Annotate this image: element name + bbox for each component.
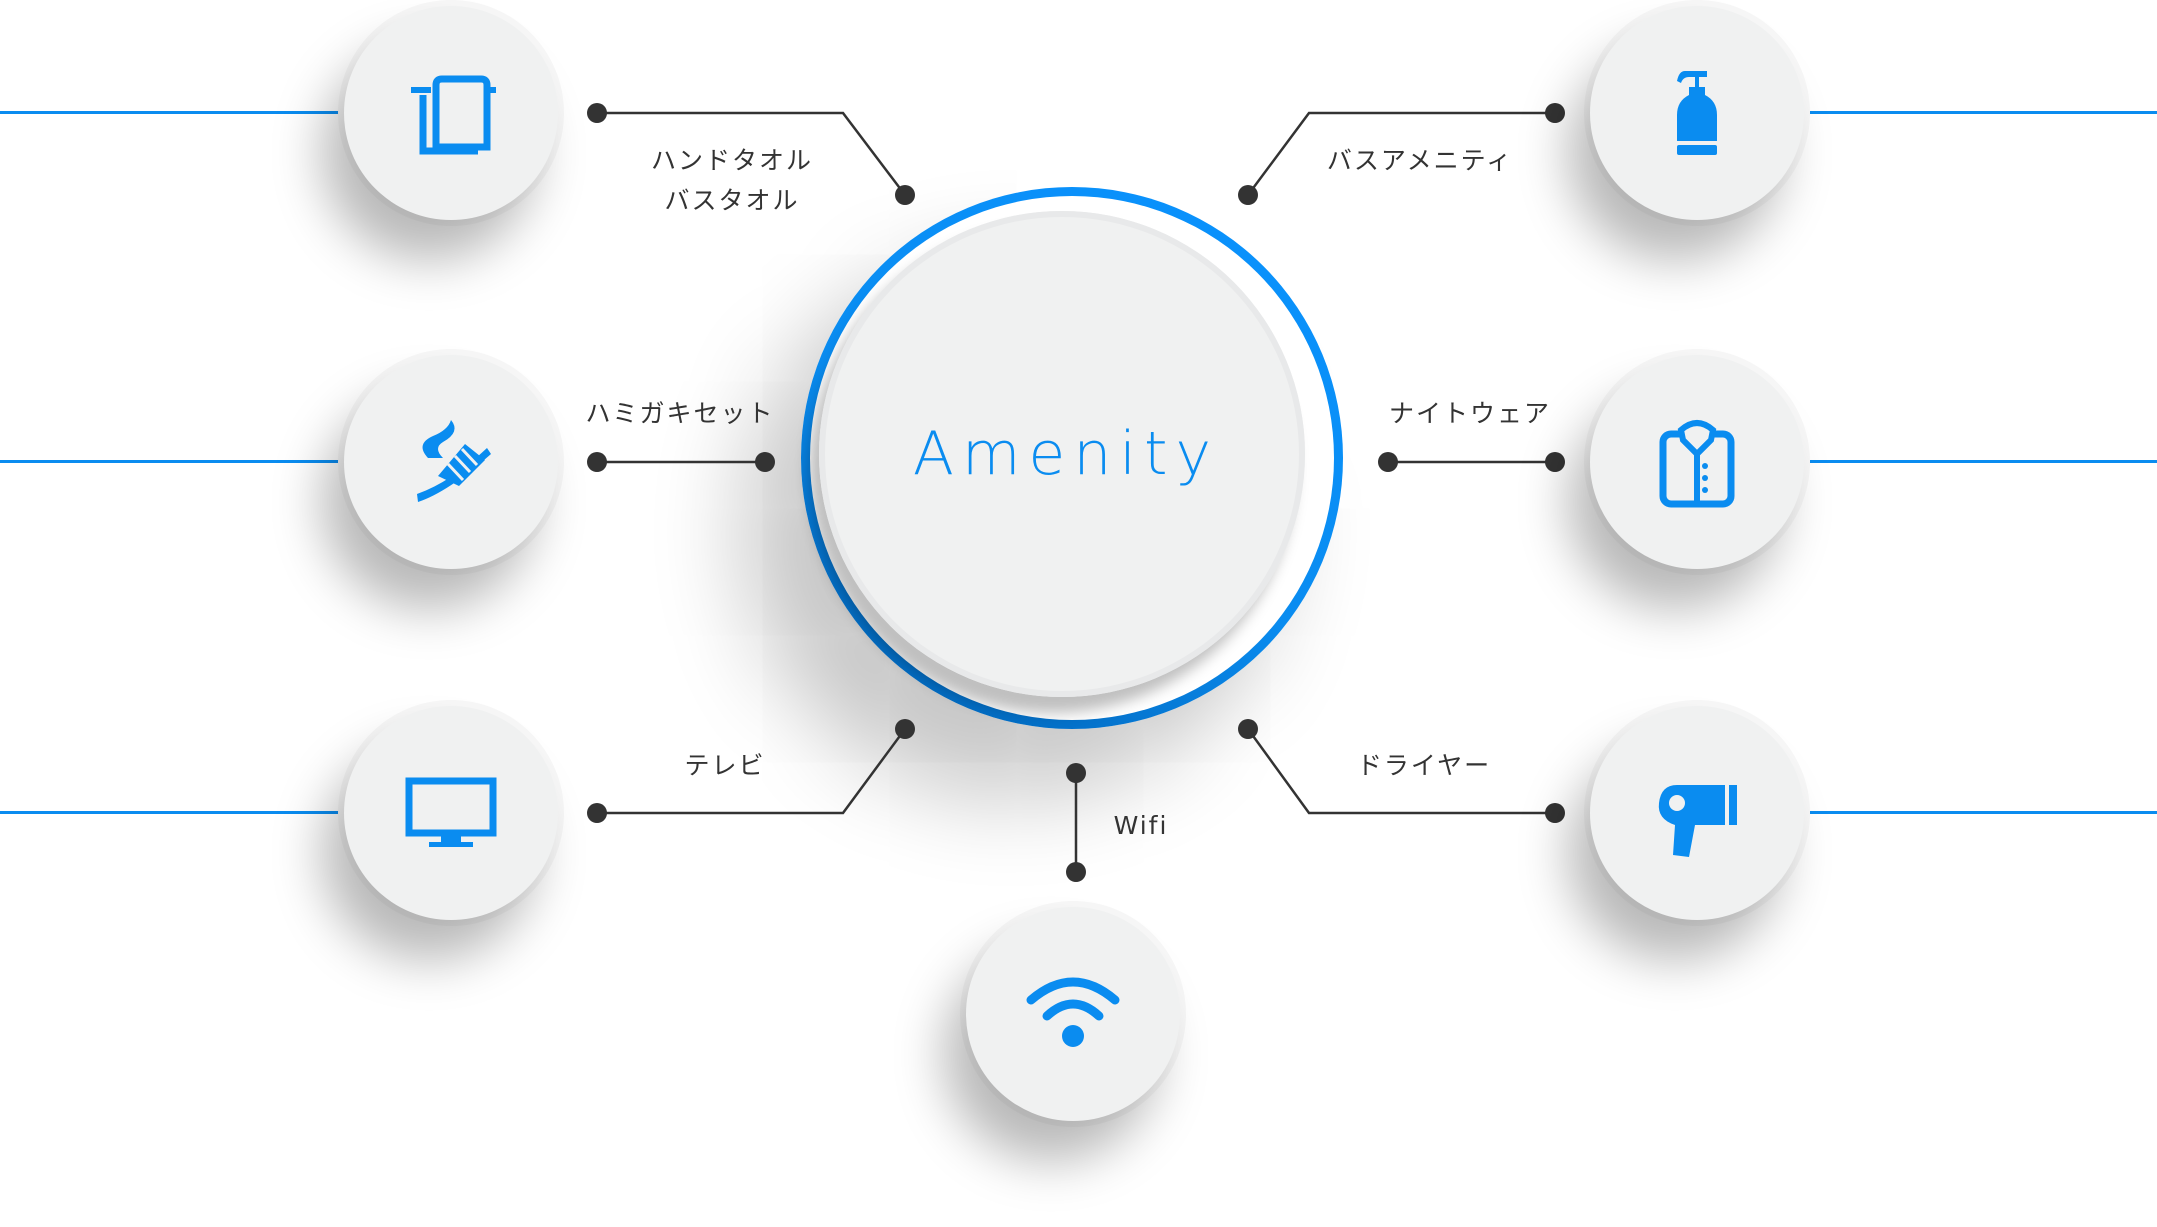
right-line-1 — [1810, 111, 2157, 114]
dot — [587, 103, 607, 123]
soap-bottle-icon — [1677, 71, 1717, 155]
node-dryer[interactable] — [1590, 706, 1804, 920]
label-toothbrush: ハミガキセット — [585, 399, 775, 428]
dot — [587, 803, 607, 823]
connector-tv — [597, 728, 907, 815]
label-bath-amenity: バスアメニティ — [1326, 146, 1514, 175]
towel-icon — [411, 75, 496, 155]
dot — [755, 452, 775, 472]
wifi-icon — [1026, 977, 1120, 1047]
dot — [1545, 803, 1565, 823]
right-line-3 — [1810, 811, 2157, 814]
shirt-icon — [1659, 420, 1735, 508]
connector-towel — [597, 111, 906, 196]
node-towel[interactable] — [344, 6, 558, 220]
connector-dryer — [1246, 728, 1555, 815]
connector-bath — [1246, 111, 1555, 196]
tv-icon — [405, 777, 497, 847]
label-nightwear: ナイトウェア — [1388, 399, 1552, 428]
left-line-3 — [0, 811, 345, 814]
dot — [895, 719, 915, 739]
label-towel: ハンドタオル バスタオル — [650, 146, 814, 215]
hair-dryer-icon — [1658, 785, 1737, 857]
left-line-1 — [0, 111, 345, 114]
dot — [1545, 103, 1565, 123]
dot — [1066, 763, 1086, 783]
toothbrush-icon — [417, 420, 491, 502]
label-dryer: ドライヤー — [1356, 751, 1492, 780]
hub-title: Amenity — [912, 419, 1220, 489]
dot — [1378, 452, 1398, 472]
dot — [587, 452, 607, 472]
label-tv: テレビ — [684, 751, 766, 780]
label-wifi: Wifi — [1113, 811, 1169, 840]
dot — [1238, 719, 1258, 739]
dot — [895, 185, 915, 205]
dot — [1545, 452, 1565, 472]
right-line-2 — [1810, 460, 2157, 463]
left-line-2 — [0, 460, 345, 463]
dot — [1238, 185, 1258, 205]
node-tv[interactable] — [344, 706, 558, 920]
node-nightwear[interactable] — [1590, 355, 1804, 569]
dot — [1066, 862, 1086, 882]
node-wifi[interactable] — [966, 907, 1180, 1121]
node-bath-amenity[interactable] — [1590, 6, 1804, 220]
amenity-hub: Amenity — [801, 187, 1343, 729]
node-toothbrush[interactable] — [344, 355, 558, 569]
